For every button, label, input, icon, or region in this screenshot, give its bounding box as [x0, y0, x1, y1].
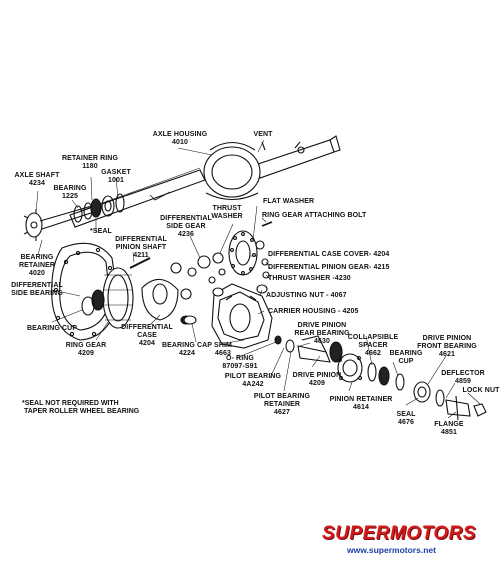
label-adjusting-nut: ADJUSTING NUT - 4067 — [266, 292, 347, 299]
label-diff-pinion-gear: DIFFERENTIAL PINION GEAR- 4215 — [268, 264, 390, 271]
watermark-logo: SUPERMOTORS — [322, 523, 477, 544]
differential-case-part — [129, 257, 192, 325]
leader-lines — [35, 139, 481, 419]
ring-gear-part — [91, 267, 134, 329]
label-lock-nut: LOCK NUT — [462, 387, 500, 394]
label-seal: *SEAL — [90, 228, 112, 235]
label-thrust-washer-4230: THRUST WASHER -4230 — [268, 275, 351, 282]
label-diff-case-cover: DIFFERENTIAL CASE COVER- 4204 — [268, 251, 390, 258]
side-gears-part — [170, 252, 226, 284]
label-bearing-cup-left: BEARING CUP — [27, 325, 78, 332]
cover-gasket-part — [51, 242, 119, 341]
diff-cover-part — [228, 221, 273, 279]
watermark-url[interactable]: www.supermotors.net — [347, 545, 436, 555]
shaft-bearings-part — [73, 193, 125, 223]
pinion-assembly-part — [274, 335, 487, 421]
label-ring-gear-bolt: RING GEAR ATTACHING BOLT — [262, 212, 367, 219]
carrier-housing-part — [183, 283, 273, 349]
label-flat-washer: FLAT WASHER — [263, 198, 315, 205]
bearing-cup-left-part — [81, 296, 95, 316]
label-vent: VENT — [253, 131, 273, 138]
label-carrier-housing: CARRIER HOUSING - 4205 — [268, 308, 359, 315]
